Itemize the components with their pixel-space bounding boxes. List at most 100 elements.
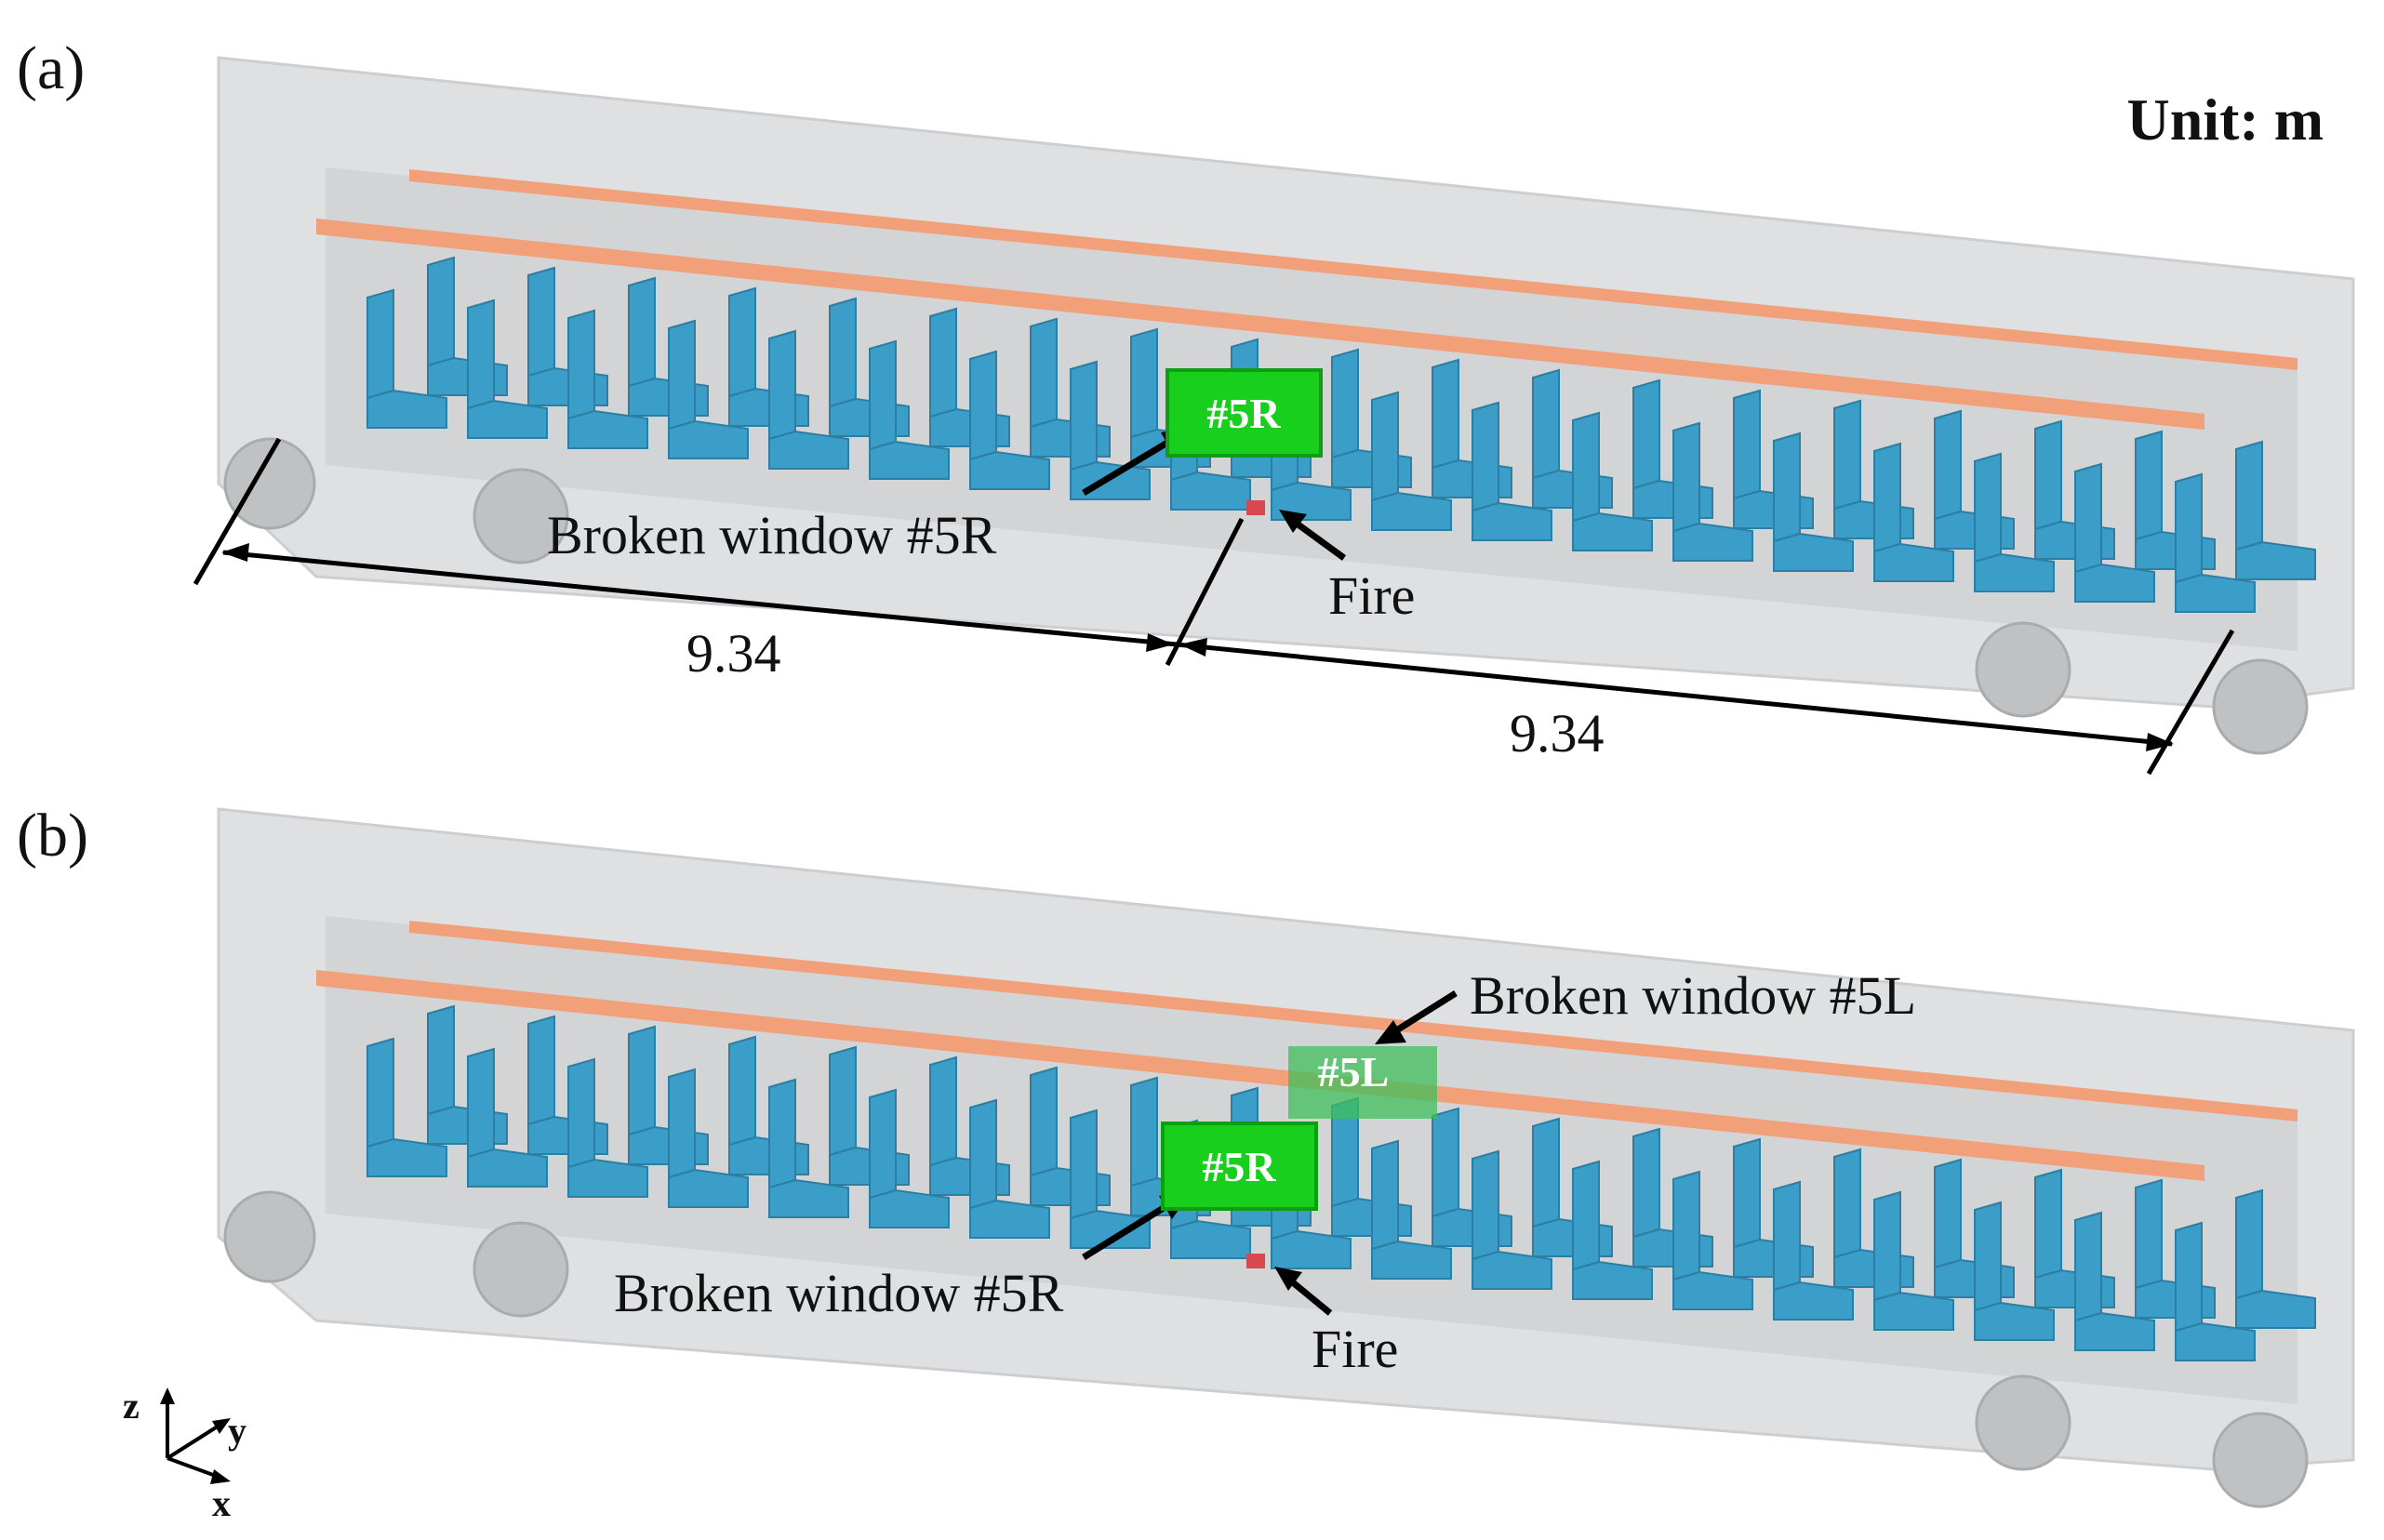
arrow-fire-a bbox=[1290, 518, 1347, 561]
seats-b bbox=[366, 1004, 2316, 1361]
front-b-seat-cushion bbox=[768, 1178, 849, 1218]
front-a-seat-cushion bbox=[467, 399, 548, 439]
axis-label-x: x bbox=[212, 1482, 231, 1524]
window-5l-b: #5L bbox=[1288, 1046, 1437, 1119]
front-b-seat-cushion bbox=[366, 1137, 447, 1177]
fire-source-a bbox=[1246, 500, 1265, 515]
front-b-seat-back bbox=[668, 1068, 696, 1179]
front-a-seat-cushion bbox=[1572, 511, 1653, 551]
rear-a-seat-back bbox=[1733, 389, 1761, 500]
rear-a-seat-back bbox=[2034, 419, 2062, 531]
rear-b-seat-back bbox=[1934, 1158, 1962, 1269]
light-strip-front-a bbox=[316, 219, 2204, 430]
front-a-seat-cushion bbox=[768, 430, 849, 470]
front-a-seat-cushion bbox=[869, 440, 950, 480]
front-b-seat-cushion bbox=[969, 1199, 1050, 1239]
front-b-seat-cushion bbox=[1472, 1250, 1552, 1290]
window-tag-5r-b: #5R bbox=[1202, 1143, 1276, 1190]
panel-b: (b) Broken window #5L Broken window #5R … bbox=[17, 802, 2355, 1508]
front-a-seat-back bbox=[1371, 391, 1399, 502]
rear-b-seat-back bbox=[2034, 1168, 2062, 1280]
front-a-seat-cushion bbox=[1873, 542, 1954, 582]
callout-window-5r-a: Broken window #5R bbox=[547, 505, 997, 565]
front-b-seat-cushion bbox=[869, 1188, 950, 1228]
front-b-seat-back bbox=[969, 1098, 997, 1210]
rear-b-seat-back bbox=[1833, 1148, 1861, 1259]
front-a-seat-back bbox=[2175, 472, 2203, 584]
front-b-seat-back bbox=[768, 1078, 796, 1189]
arrowhead-fire-a bbox=[1279, 510, 1307, 533]
front-a-seat-back bbox=[1070, 360, 1098, 471]
front-a-seat-cushion bbox=[668, 419, 749, 459]
front-a-seat-back bbox=[969, 350, 997, 461]
front-b-seat-cushion bbox=[1170, 1219, 1251, 1259]
front-a-seat-cushion bbox=[1773, 532, 1854, 572]
front-a-seat-back bbox=[1672, 421, 1700, 533]
front-a-seat-back bbox=[1472, 401, 1499, 512]
front-a-seat-back bbox=[1873, 442, 1901, 553]
window-5r-a: #5R bbox=[1165, 368, 1323, 458]
arrow-window-5l-b bbox=[1389, 990, 1458, 1037]
rear-a-seat-cushion bbox=[2235, 540, 2316, 580]
front-b-seat-back bbox=[2175, 1221, 2203, 1333]
front-b-seat-back bbox=[567, 1057, 595, 1169]
front-a-seat-back bbox=[467, 299, 495, 410]
rear-a-seat-back bbox=[628, 276, 656, 388]
front-b-seat-back bbox=[1472, 1149, 1499, 1261]
bogies-a bbox=[223, 437, 2309, 755]
front-b-seat-back bbox=[1773, 1180, 1801, 1292]
front-a-seat-back bbox=[366, 288, 394, 400]
rear-a-seat-back bbox=[1934, 409, 1962, 521]
rear-a-seat-back bbox=[1632, 378, 1660, 490]
panel-a: (a) Unit: m Broken window #5R Fire 9.34 … bbox=[17, 34, 2355, 776]
front-a-seat-back bbox=[1974, 452, 2002, 564]
front-b-seat-cushion bbox=[1773, 1281, 1854, 1321]
front-b-seat-cushion bbox=[1974, 1301, 2055, 1341]
front-b-seat-cushion bbox=[1070, 1209, 1151, 1249]
window-tag-5r-a: #5R bbox=[1206, 390, 1281, 437]
front-b-seat-back bbox=[1873, 1190, 1901, 1302]
front-b-seat-back bbox=[1070, 1109, 1098, 1220]
fire-label-a: Fire bbox=[1328, 565, 1415, 626]
front-b-seat-back bbox=[1572, 1160, 1600, 1271]
fire-source-b bbox=[1246, 1254, 1265, 1268]
front-b-seat-back bbox=[869, 1088, 897, 1200]
axis-triad bbox=[160, 1387, 231, 1484]
rear-b-seat-back bbox=[829, 1045, 857, 1157]
front-a-seat-back bbox=[668, 319, 696, 431]
front-b-seat-cushion bbox=[1873, 1291, 1954, 1331]
front-a-seat-back bbox=[1773, 431, 1801, 543]
front-a-seat-back bbox=[1572, 411, 1600, 523]
rear-b-seat-back bbox=[2135, 1178, 2163, 1290]
arrow-window-5r-a bbox=[1082, 433, 1179, 497]
front-a-seat-cushion bbox=[1472, 501, 1552, 541]
rear-b-seat-back bbox=[628, 1025, 656, 1136]
light-strip-rear-a bbox=[409, 169, 2297, 370]
rear-a-seat-back bbox=[829, 297, 857, 408]
unit-label: Unit: m bbox=[2126, 86, 2324, 153]
front-a-seat-cushion bbox=[2175, 573, 2256, 613]
rear-b-seat-cushion bbox=[2235, 1289, 2316, 1329]
rear-b-seat-back bbox=[527, 1015, 555, 1126]
rear-b-seat-back bbox=[2235, 1188, 2263, 1300]
rear-a-seat-back bbox=[1030, 317, 1058, 429]
rear-a-seat-back bbox=[1130, 327, 1158, 439]
rear-a-seat-back bbox=[2235, 440, 2263, 551]
dimension-label-right: 9.34 bbox=[1510, 703, 1605, 763]
rear-a-seat-back bbox=[527, 266, 555, 378]
seats-a bbox=[366, 256, 2316, 613]
front-a-seat-cushion bbox=[1271, 481, 1352, 521]
front-a-seat-cushion bbox=[1974, 552, 2055, 592]
front-a-seat-cushion bbox=[366, 389, 447, 429]
front-b-seat-cushion bbox=[467, 1148, 548, 1188]
front-b-seat-cushion bbox=[668, 1168, 749, 1208]
front-a-seat-cushion bbox=[1070, 460, 1151, 500]
rear-b-seat-back bbox=[427, 1004, 455, 1116]
rear-a-seat-back bbox=[1833, 399, 1861, 511]
rear-b-seat-back bbox=[728, 1035, 756, 1147]
panel-label-b: (b) bbox=[17, 802, 88, 870]
front-a-seat-cushion bbox=[1672, 522, 1753, 562]
arrowhead-fire-b bbox=[1274, 1267, 1302, 1291]
arrow-fire-b bbox=[1285, 1276, 1333, 1316]
